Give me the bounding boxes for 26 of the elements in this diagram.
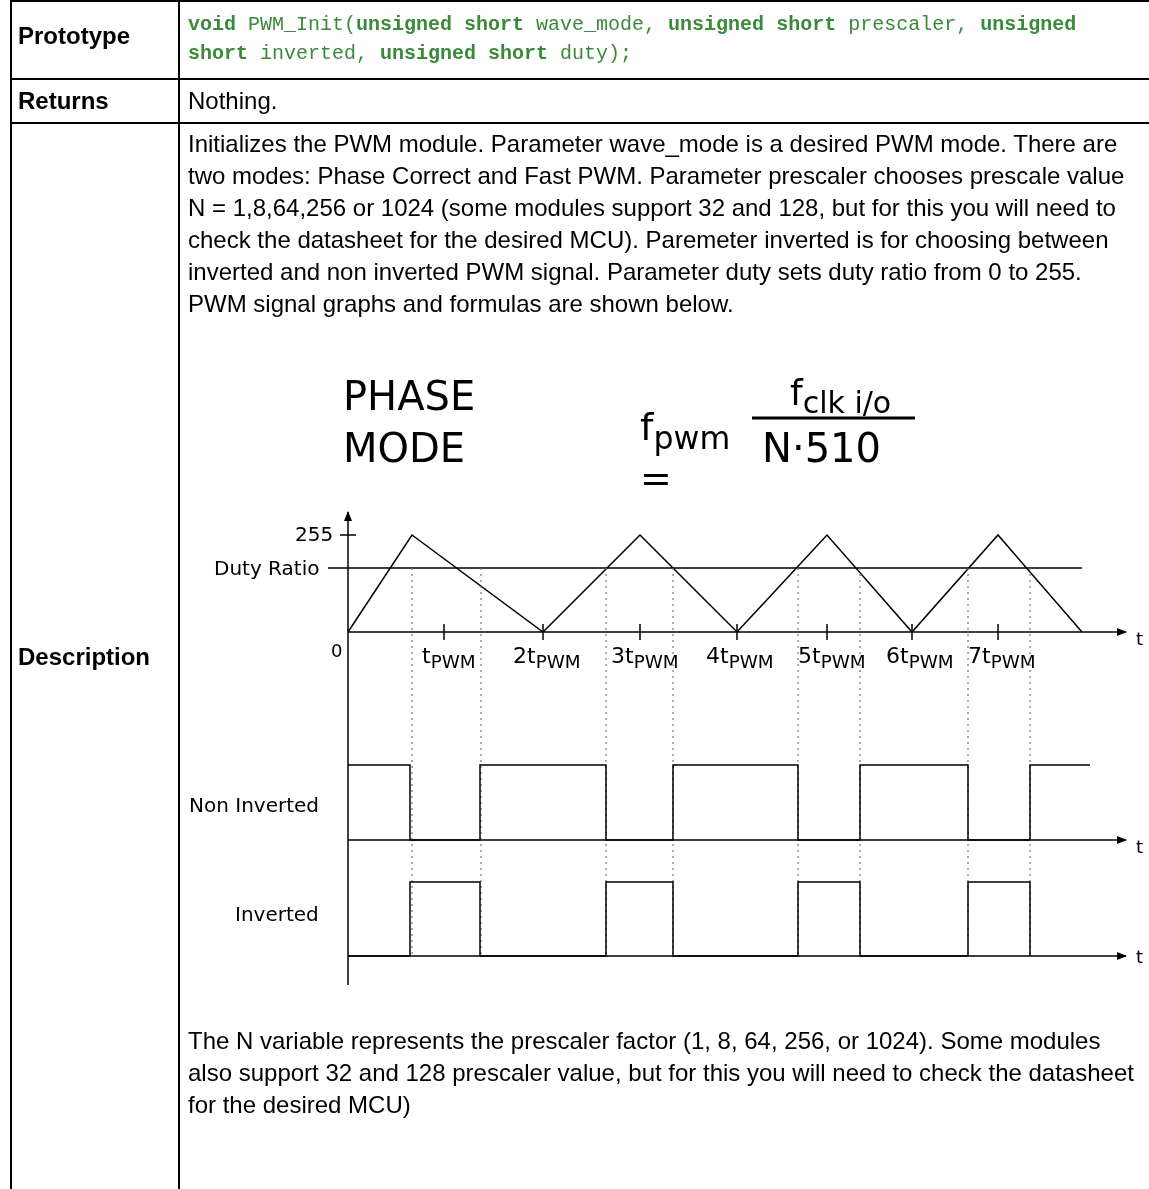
- row-header: Description: [18, 643, 151, 671]
- row-header: Returns: [18, 87, 109, 115]
- axis-label: t: [1136, 628, 1144, 649]
- tick-label: 6t$_{PWM}$: [886, 643, 954, 673]
- tick-label: 3t$_{PWM}$: [611, 643, 679, 673]
- signal-label: Inverted: [235, 902, 319, 926]
- tick-label: t$_{PWM}$: [422, 643, 476, 673]
- tick-label: 255: [295, 522, 334, 546]
- signal-label: Non Inverted: [189, 793, 319, 817]
- formula-text: f$_{pwm}$ =: [640, 405, 732, 500]
- tick-label: 4t$_{PWM}$: [706, 643, 774, 673]
- description-paragraph: The N variable represents the prescaler factor (1, 8, 64, 256, or 1024). Some modules also support 32 and 128 prescaler value, but for this you will need to check the datasheet for the desired MCU): [188, 1026, 1135, 1120]
- code-text: void PWM_Init(unsigned short wave_mode, unsigned short prescaler, unsigned short inverted, unsigned short duty);: [188, 12, 1078, 67]
- formula-text: f$_{clk i/o}$: [790, 372, 892, 421]
- axis-label: t: [1136, 836, 1144, 857]
- tick-label: 7t$_{PWM}$: [968, 643, 1036, 673]
- tick-label: 5t$_{PWM}$: [798, 643, 866, 673]
- cell-text: Nothing.: [188, 87, 278, 115]
- description-paragraph: Initializes the PWM module. Parameter wave_mode is a desired PWM mode. There are two modes: Phase Correct and Fast PWM. Parameter prescaler chooses prescale value N = 1,8,64,256 or 1024 (some modules support 32 and 128, but for this you will need to check the datasheet for the desired MCU). Paremeter inverted is for choosing between inverted and non inverted PWM signal. Parameter duty sets duty ratio from 0 to 255. PWM signal graphs and formulas are shown below.: [188, 129, 1126, 319]
- axis-label: t: [1136, 946, 1144, 967]
- chart-title: PHASE MODE: [343, 372, 477, 473]
- axis-label: Duty Ratio: [214, 556, 320, 580]
- tick-label: 2t$_{PWM}$: [513, 643, 581, 673]
- tick-label: 0: [331, 640, 343, 661]
- row-header: Prototype: [18, 22, 130, 50]
- formula-text: N·510: [762, 425, 881, 471]
